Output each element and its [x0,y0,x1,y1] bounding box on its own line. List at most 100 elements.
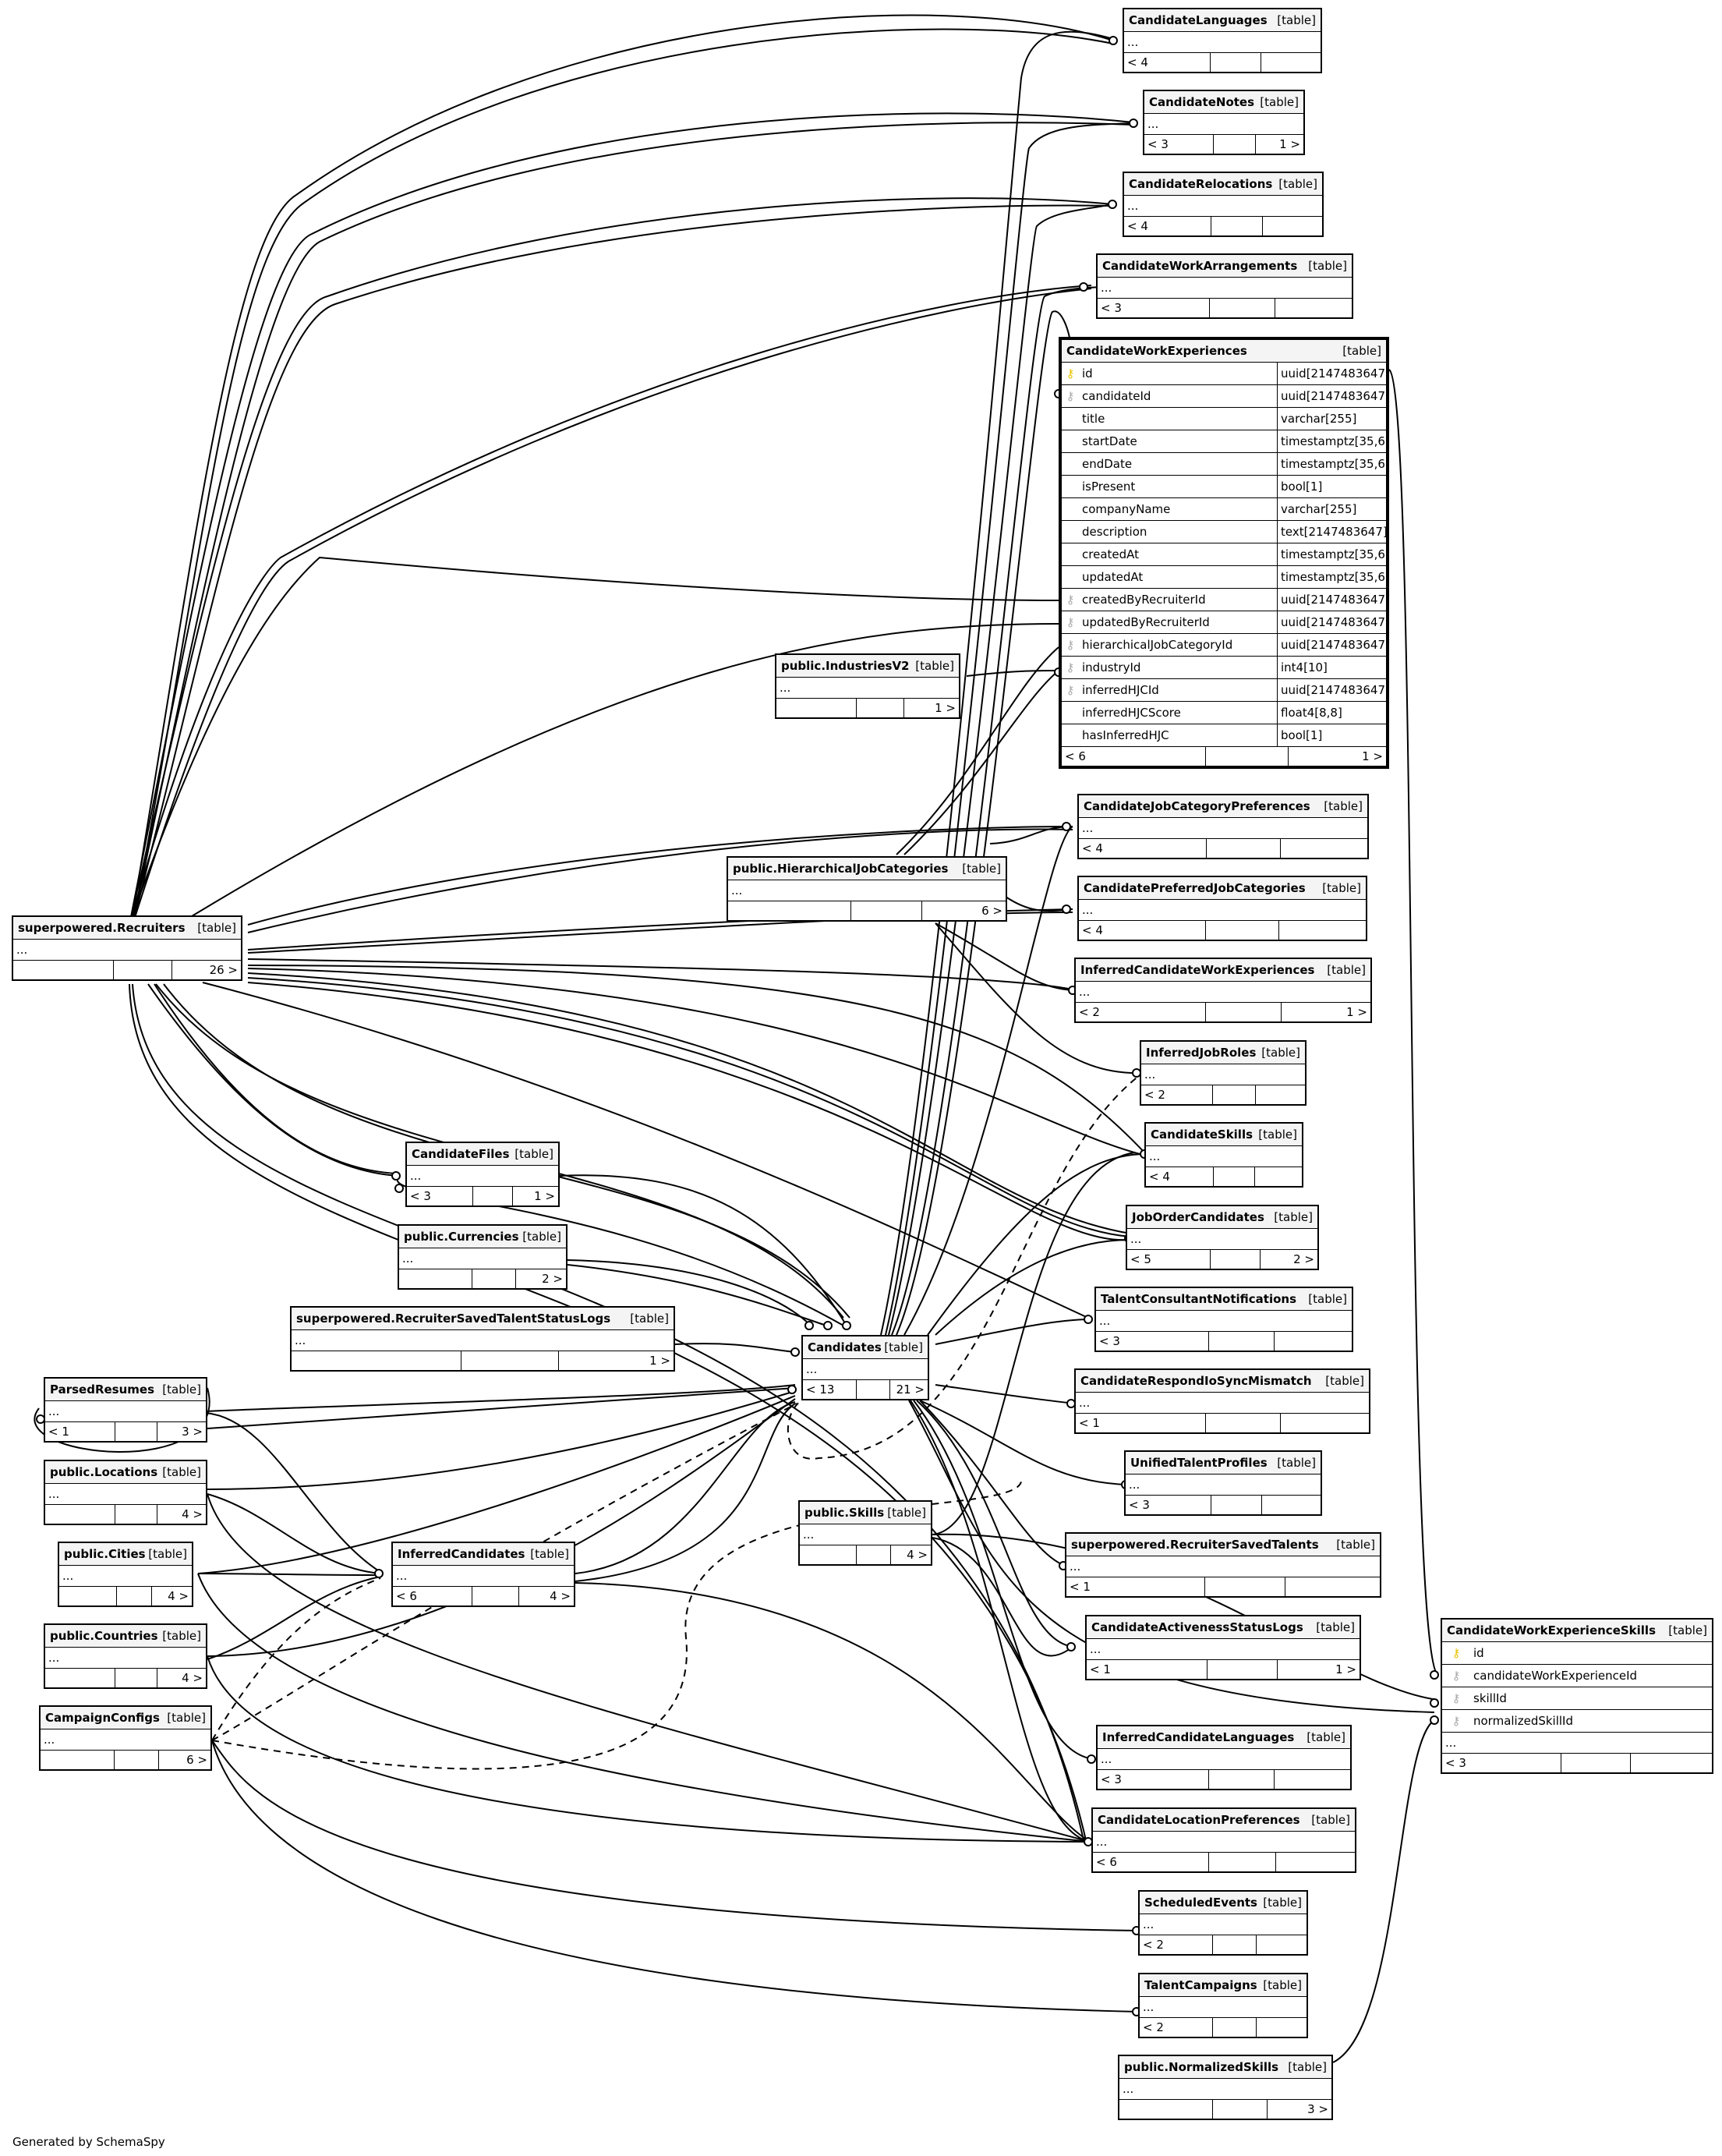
table-talent-consultant-notifications[interactable]: TalentConsultantNotifications[table] ...… [1094,1287,1353,1352]
columns-ellipsis: ... [1096,1311,1352,1332]
column-type: bool[1] [1281,480,1323,494]
column-name: id [1473,1646,1484,1660]
parents-count [1285,1577,1380,1596]
column-name: startDate [1079,430,1278,452]
table-kind: [table] [530,1547,569,1561]
edge [247,982,1131,1241]
parents-count: 1 > [649,1354,670,1368]
edge-endpoint [1430,1715,1439,1725]
table-candidate-work-arrangements[interactable]: CandidateWorkArrangements[table] ... < 3 [1096,253,1353,319]
edge [130,14,1114,926]
columns-ellipsis: ... [1127,1229,1317,1250]
table-candidate-languages[interactable]: CandidateLanguages[table] ... < 4 [1123,8,1322,73]
column-row[interactable]: ⚷candidateWorkExperienceId [1442,1665,1712,1687]
table-kind: [table] [1307,1730,1345,1744]
table-kind: [table] [1263,1978,1302,1992]
table-locations[interactable]: public.Locations[table] ... 4 > [44,1460,207,1525]
table-kind: [table] [1274,1210,1313,1224]
columns-ellipsis: ... [1076,982,1370,1003]
table-candidate-relocations[interactable]: CandidateRelocations[table] ... < 4 [1123,172,1324,237]
columns-ellipsis: ... [1140,1914,1307,1935]
column-name: updatedByRecruiterId [1079,611,1278,633]
column-row[interactable]: ⚷normalizedSkillId [1442,1710,1712,1733]
table-kind: [table] [1322,881,1361,895]
table-hierarchical-job-categories[interactable]: public.HierarchicalJobCategories[table] … [727,856,1007,922]
column-name: createdAt [1079,543,1278,565]
table-inferred-job-roles[interactable]: InferredJobRoles[table] ... < 2 [1140,1040,1307,1106]
edge [132,204,1113,926]
table-campaign-configs[interactable]: CampaignConfigs[table] ... 6 > [39,1705,212,1771]
dashed-edge [787,1072,1144,1460]
table-countries[interactable]: public.Countries[table] ... 4 > [44,1623,207,1689]
table-candidate-preferred-job-categories[interactable]: CandidatePreferredJobCategories[table] .… [1077,876,1367,941]
table-recruiter-saved-talent-status-logs[interactable]: superpowered.RecruiterSavedTalentStatusL… [290,1306,675,1372]
columns-ellipsis: ... [59,1566,192,1587]
children-count: < 3 [407,1187,473,1205]
table-skills[interactable]: public.Skills[table] ... 4 > [798,1500,932,1566]
parents-count [1279,921,1366,940]
parents-count: 1 > [935,701,956,715]
children-count: < 4 [1079,839,1207,858]
table-unified-talent-profiles[interactable]: UnifiedTalentProfiles[table] ... < 3 [1124,1450,1322,1516]
column-name: inferredHJCId [1079,679,1278,701]
table-currencies[interactable]: public.Currencies[table] ... 2 > [398,1224,568,1290]
edge [247,965,1147,1155]
table-candidate-respondio-sync-mismatch[interactable]: CandidateRespondIoSyncMismatch[table] ..… [1074,1368,1370,1434]
children-count: < 6 [1062,747,1206,766]
edge-endpoint [394,1184,404,1193]
edge [575,1401,796,1574]
parents-count [1275,299,1352,317]
table-recruiters[interactable]: superpowered.Recruiters[table] ... 26 > [12,915,242,981]
parents-count: 3 > [1307,2102,1328,2116]
children-count: < 3 [1098,299,1210,317]
table-inferred-candidate-languages[interactable]: InferredCandidateLanguages[table] ... < … [1096,1725,1352,1790]
table-candidate-location-preferences[interactable]: CandidateLocationPreferences[table] ... … [1091,1807,1356,1873]
table-industries-v2[interactable]: public.IndustriesV2[table] ... 1 > [775,653,960,719]
table-candidate-job-category-preferences[interactable]: CandidateJobCategoryPreferences[table] .… [1077,794,1369,859]
table-scheduled-events[interactable]: ScheduledEvents[table] ... < 2 [1138,1890,1308,1956]
table-candidate-activeness-status-logs[interactable]: CandidateActivenessStatusLogs[table] ...… [1085,1615,1361,1680]
foreign-key-icon: ⚷ [1452,1714,1461,1728]
column-row[interactable]: ⚷skillId [1442,1687,1712,1710]
table-inferred-candidate-work-experiences[interactable]: InferredCandidateWorkExperiences[table] … [1074,958,1372,1023]
column-type: uuid[2147483647] [1281,389,1390,403]
table-name: CandidateWorkArrangements [1102,259,1298,273]
table-talent-campaigns[interactable]: TalentCampaigns[table] ... < 2 [1138,1973,1308,2038]
parents-count: 4 > [907,1548,928,1562]
edge [207,1493,381,1574]
table-normalized-skills[interactable]: public.NormalizedSkills[table] ... 3 > [1118,2055,1333,2120]
table-candidate-work-experience-skills[interactable]: CandidateWorkExperienceSkills[table] ⚷id… [1441,1618,1713,1774]
table-recruiter-saved-talents[interactable]: superpowered.RecruiterSavedTalents[table… [1065,1532,1381,1598]
column-row[interactable]: ⚷id [1442,1642,1712,1665]
foreign-key-icon: ⚷ [1066,683,1075,697]
edge [211,1740,1139,2013]
edge-endpoint [374,1569,384,1578]
table-cities[interactable]: public.Cities[table] ... 4 > [58,1542,193,1607]
table-candidate-skills[interactable]: CandidateSkills[table] ... < 4 [1144,1122,1303,1188]
edge-endpoint [1087,1754,1096,1764]
